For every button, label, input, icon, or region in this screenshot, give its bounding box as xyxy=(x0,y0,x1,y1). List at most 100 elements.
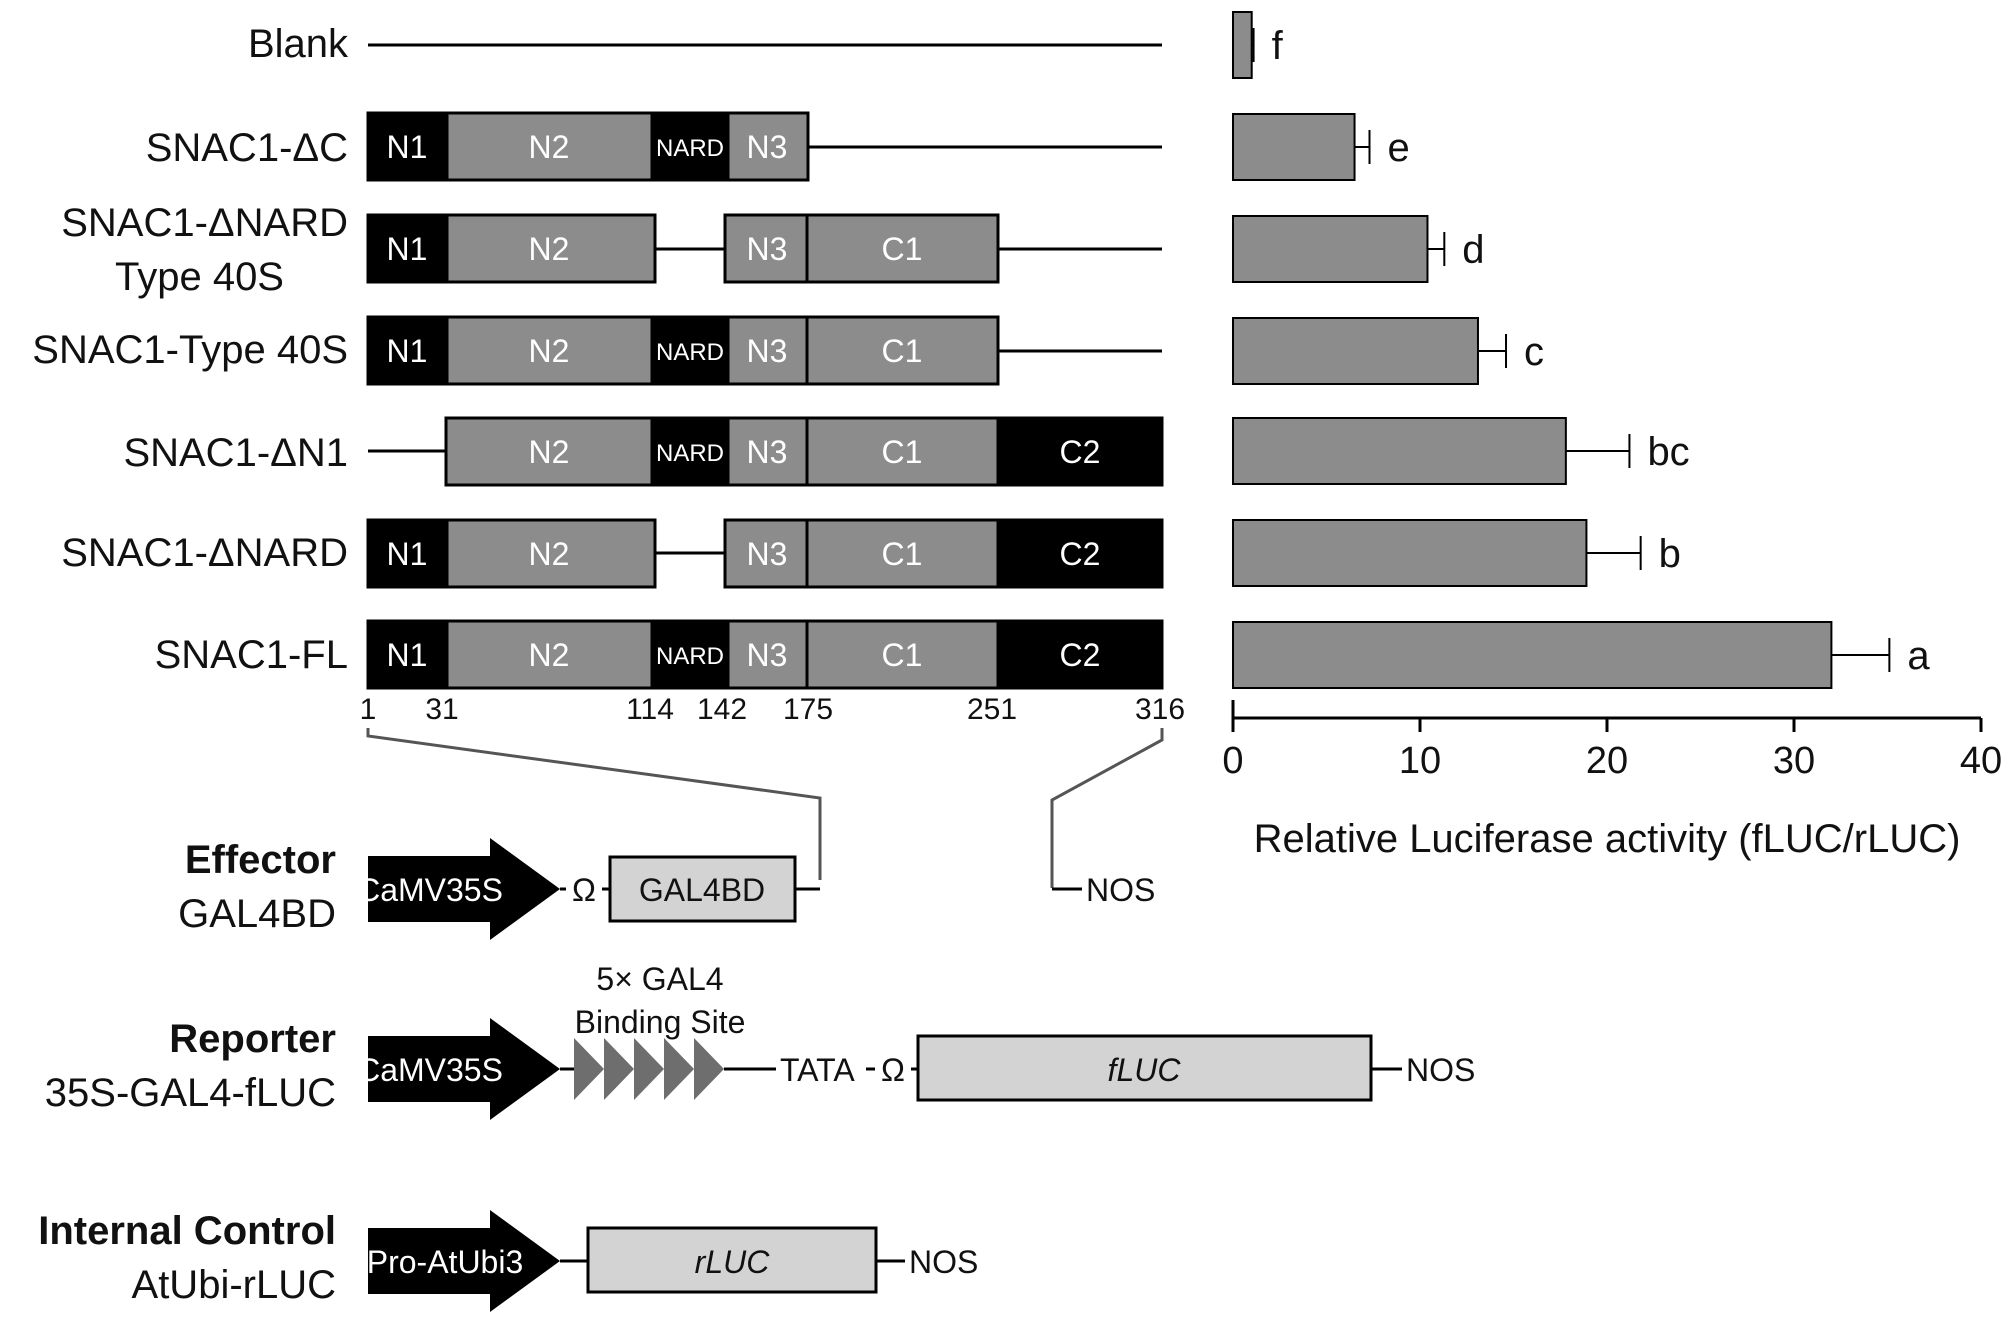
control-cassette: Internal Control AtUbi-rLUC Pro-AtUbi3 r… xyxy=(38,1209,978,1312)
promoter-label: Pro-AtUbi3 xyxy=(367,1244,524,1280)
omega-symbol: Ω xyxy=(881,1052,905,1088)
position-numbers: 1 31 114 142 175 251 316 xyxy=(360,693,1185,726)
domain-label-n2: N2 xyxy=(529,637,570,673)
connector-left xyxy=(366,728,822,880)
domain-n1 xyxy=(366,619,449,690)
construct-label-type40s: SNAC1-Type 40S xyxy=(32,328,348,372)
zoom-connectors xyxy=(366,728,1164,888)
omega-bg xyxy=(875,1050,911,1088)
significance-letter: f xyxy=(1272,24,1284,68)
construct-label-delta-n1: SNAC1-ΔN1 xyxy=(123,431,348,475)
reporter-title: Reporter xyxy=(169,1017,336,1061)
promoter-arrow xyxy=(368,838,560,940)
gal4-binding-sites xyxy=(574,1038,724,1100)
domain-nard xyxy=(650,315,730,386)
domain-label-n2: N2 xyxy=(529,333,570,369)
domain-label-n1: N1 xyxy=(387,129,428,165)
binding-site-triangle xyxy=(574,1038,604,1100)
x-tick-label: 10 xyxy=(1399,740,1441,782)
effector-title: Effector xyxy=(185,838,336,882)
fluc-box xyxy=(916,1034,1373,1102)
domain-labels: N1 N2 NARD N3 N1 N2 N3 C1 N1 N2 NARD N3 … xyxy=(387,129,1101,673)
x-tick-label: 40 xyxy=(1960,740,2002,782)
domain-label-nard: NARD xyxy=(656,135,724,162)
significance-letter: bc xyxy=(1647,430,1689,474)
promoter-arrow xyxy=(368,1210,560,1312)
domain-label-c1: C1 xyxy=(882,637,923,673)
construct-diagrams xyxy=(366,43,1164,690)
domain-c2 xyxy=(996,518,1164,589)
control-subtitle: AtUbi-rLUC xyxy=(132,1263,336,1307)
domain-label-c2: C2 xyxy=(1060,536,1101,572)
domain-label-n3: N3 xyxy=(747,231,788,267)
binding-site-triangle xyxy=(664,1038,694,1100)
construct-label-blank: Blank xyxy=(248,22,349,66)
significance-letter: b xyxy=(1659,532,1681,576)
x-tick-label: 0 xyxy=(1222,740,1243,782)
domain-label-c1: C1 xyxy=(882,536,923,572)
reporter-cassette: Reporter 35S-GAL4-fLUC 5× GAL4 Binding S… xyxy=(45,961,1475,1120)
domain-nard xyxy=(650,111,730,182)
domain-label-n3: N3 xyxy=(747,333,788,369)
bar xyxy=(1232,621,1833,689)
bar xyxy=(1232,11,1253,79)
reporter-terminator: NOS xyxy=(1406,1052,1475,1088)
domain-c2 xyxy=(996,416,1164,487)
x-tick-label: 20 xyxy=(1586,740,1628,782)
domain-label-n3: N3 xyxy=(747,637,788,673)
effector-terminator: NOS xyxy=(1086,872,1155,908)
domain-label-c1: C1 xyxy=(882,231,923,267)
construct-box-part2 xyxy=(723,213,1000,284)
gal4bd-label: GAL4BD xyxy=(639,872,765,908)
domain-label-n3: N3 xyxy=(747,129,788,165)
binding-site-triangle xyxy=(634,1038,664,1100)
binding-site-triangle xyxy=(694,1038,724,1100)
domain-label-n1: N1 xyxy=(387,637,428,673)
rluc-label: rLUC xyxy=(695,1244,771,1280)
construct-label-delta-nard-type40s-line2: Type 40S xyxy=(115,255,284,299)
domain-nard xyxy=(650,416,730,487)
construct-label-delta-nard: SNAC1-ΔNARD xyxy=(61,531,348,575)
promoter-label: CaMV35S xyxy=(357,872,503,908)
domain-label-n2: N2 xyxy=(529,129,570,165)
tata-label: TATA xyxy=(780,1052,855,1088)
bar xyxy=(1232,113,1356,181)
domain-label-c1: C1 xyxy=(882,333,923,369)
binding-site-label-line1: 5× GAL4 xyxy=(596,961,723,997)
rluc-box xyxy=(586,1226,878,1294)
error-bar xyxy=(1586,536,1642,570)
domain-label-c2: C2 xyxy=(1060,637,1101,673)
domain-label-n3: N3 xyxy=(747,536,788,572)
domain-label-n2: N2 xyxy=(529,231,570,267)
error-bar xyxy=(1831,638,1891,672)
reporter-subtitle: 35S-GAL4-fLUC xyxy=(45,1071,336,1115)
effector-subtitle: GAL4BD xyxy=(178,892,336,936)
significance-letter: a xyxy=(1907,634,1930,678)
bar xyxy=(1232,519,1588,587)
omega-symbol: Ω xyxy=(572,872,596,908)
construct-label-fl: SNAC1-FL xyxy=(155,633,348,677)
bar xyxy=(1232,317,1479,385)
promoter-arrow xyxy=(368,1018,560,1120)
domain-n1 xyxy=(366,213,449,284)
domain-n1 xyxy=(366,111,449,182)
x-axis-title: Relative Luciferase activity (fLUC/rLUC) xyxy=(1254,817,1961,861)
significance-letter: e xyxy=(1388,126,1410,170)
significance-letter: d xyxy=(1462,228,1484,272)
position-label: 114 xyxy=(626,693,674,726)
domain-n1 xyxy=(366,315,449,386)
domain-c2 xyxy=(996,619,1164,690)
domain-label-n1: N1 xyxy=(387,231,428,267)
position-label: 31 xyxy=(425,693,458,726)
fluc-label: fLUC xyxy=(1108,1052,1182,1088)
connector-right xyxy=(1050,728,1164,888)
position-label: 142 xyxy=(697,693,747,726)
domain-label-nard: NARD xyxy=(656,440,724,467)
binding-site-label-line2: Binding Site xyxy=(575,1004,746,1040)
domain-label-n1: N1 xyxy=(387,536,428,572)
gal4bd-box xyxy=(608,855,797,923)
error-bar xyxy=(1565,434,1631,468)
domain-label-c2: C2 xyxy=(1060,434,1101,470)
